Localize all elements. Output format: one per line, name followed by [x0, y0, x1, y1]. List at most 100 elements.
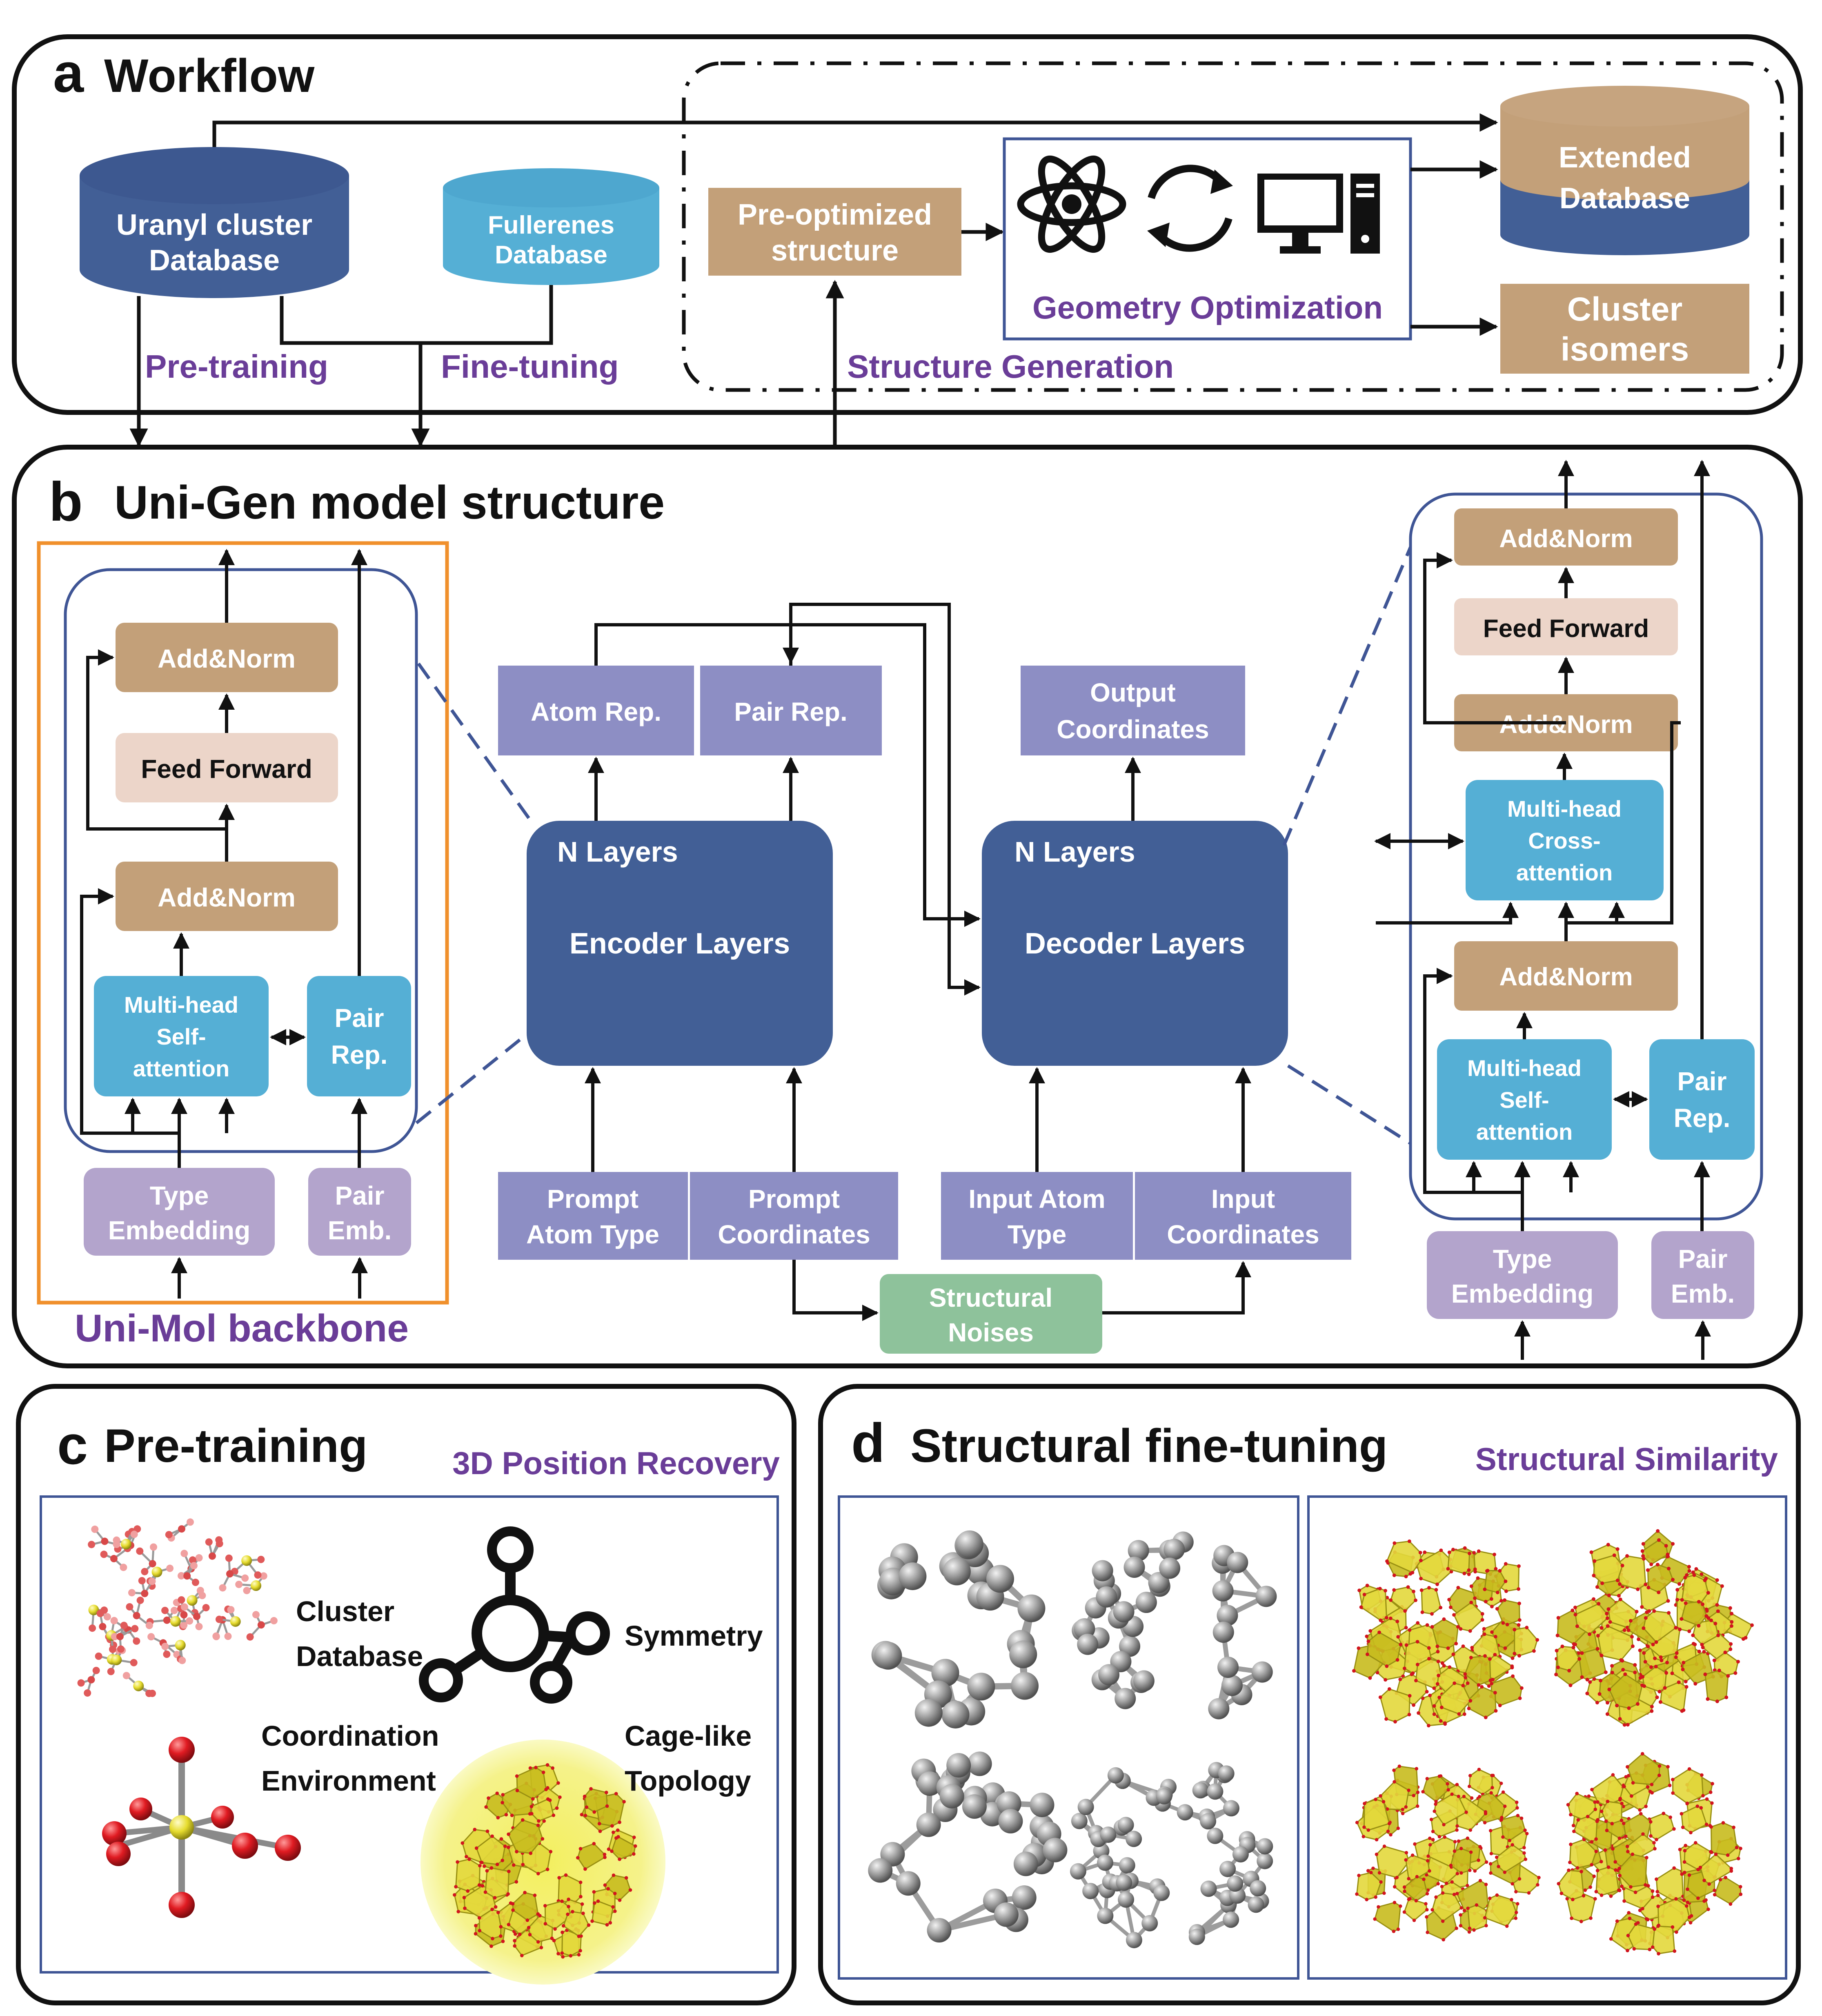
- right-pair-emb-line1: Pair: [1678, 1244, 1728, 1274]
- panel-a-frame: [12, 34, 1803, 415]
- prompt-coords-line1: Prompt: [748, 1184, 840, 1214]
- right-pair-rep-line1: Pair: [1677, 1067, 1727, 1096]
- extended-database: Extended Database: [1500, 86, 1749, 255]
- left-type-embedding: [84, 1168, 275, 1256]
- fullerenes-database: Fullerenes Database: [443, 168, 659, 285]
- left-pair-rep-line1: Pair: [335, 1003, 384, 1033]
- output-coords-line1: Output: [1090, 678, 1176, 707]
- output-coordinates-box: [1021, 666, 1245, 755]
- structure-generation-frame: [682, 61, 1784, 392]
- right-add-norm-bottom: [1454, 941, 1678, 1011]
- panel-b-letter: b: [49, 471, 82, 532]
- panel-d-title: Structural fine-tuning: [910, 1420, 1388, 1472]
- uranyl-cage-images: [1352, 1529, 1754, 1956]
- cluster-db-line2: Database: [296, 1640, 423, 1672]
- geometry-optimization-label: Geometry Optimization: [1032, 290, 1383, 325]
- left-add-norm-bottom-label: Add&Norm: [158, 883, 296, 912]
- cage-line1: Cage-like: [625, 1720, 752, 1752]
- panel-d-subtitle: Structural Similarity: [1475, 1441, 1778, 1477]
- prompt-coordinates-box: [690, 1172, 898, 1260]
- encoder-layers: [527, 821, 833, 1066]
- panel-d: d Structural fine-tuning Structural Simi…: [818, 1384, 1801, 2005]
- atom-icon: [1017, 155, 1126, 253]
- extended-db-line2: Database: [1559, 182, 1690, 215]
- panel-b-frame: [12, 445, 1803, 1368]
- cluster-isomers-line1: Cluster: [1567, 291, 1683, 328]
- structural-noises-line1: Structural: [929, 1283, 1052, 1312]
- left-multihead-self-attention: [94, 976, 269, 1096]
- prompt-atom-type-box: [498, 1172, 688, 1260]
- input-atom-type-line1: Input Atom: [968, 1184, 1105, 1214]
- pair-rep-out-label: Pair Rep.: [734, 697, 847, 726]
- right-pair-rep-line2: Rep.: [1674, 1103, 1731, 1133]
- left-add-norm-bottom: [116, 862, 338, 931]
- cage-topology-image: [452, 1763, 637, 1959]
- cluster-isomers-line2: isomers: [1561, 331, 1689, 368]
- left-pair-emb: [308, 1168, 411, 1256]
- left-feed-forward: [116, 733, 338, 802]
- left-pair-rep-line2: Rep.: [331, 1040, 388, 1069]
- right-mhsa-line3: attention: [1476, 1119, 1573, 1145]
- right-pair-emb: [1651, 1231, 1754, 1319]
- symmetry-icon: [419, 1526, 610, 1704]
- input-atom-type-box: [941, 1172, 1133, 1260]
- atom-rep-label: Atom Rep.: [531, 697, 661, 726]
- right-add-norm-top: [1454, 508, 1678, 566]
- pair-rep-out-box: [700, 666, 882, 755]
- left-pair-rep: [307, 976, 411, 1096]
- cluster-isomers-box: [1500, 284, 1749, 374]
- right-type-embedding-line2: Embedding: [1451, 1279, 1593, 1308]
- left-pair-emb-line2: Emb.: [328, 1216, 392, 1245]
- right-add-norm-top-label: Add&Norm: [1499, 525, 1633, 553]
- structural-noises-line2: Noises: [948, 1318, 1034, 1347]
- output-coords-line2: Coordinates: [1057, 715, 1209, 744]
- panel-c-letter: c: [57, 1414, 88, 1476]
- panel-b: b Uni-Gen model structure Uni-Mol backbo…: [12, 445, 1803, 1368]
- uranyl-cluster-database: Uranyl cluster Database: [80, 147, 349, 298]
- right-add-norm-bottom-label: Add&Norm: [1499, 963, 1633, 991]
- right-mhsa-line2: Self-: [1499, 1087, 1549, 1113]
- panel-c-inner-frame: [40, 1495, 779, 1974]
- structural-noises-box: [880, 1274, 1102, 1354]
- prompt-coords-line2: Coordinates: [718, 1220, 870, 1249]
- right-cross-line3: attention: [1516, 860, 1613, 885]
- uranyl-cage-frame: [1307, 1495, 1787, 1980]
- input-coordinates-box: [1135, 1172, 1351, 1260]
- left-type-embedding-line1: Type: [150, 1181, 209, 1210]
- right-mhsa-line1: Multi-head: [1467, 1055, 1582, 1081]
- right-add-norm-mid-label: Add&Norm: [1499, 711, 1633, 739]
- panel-d-letter: d: [851, 1412, 885, 1474]
- left-mhsa-line1: Multi-head: [124, 992, 238, 1018]
- panel-b-title: Uni-Gen model structure: [114, 477, 665, 529]
- coordination-line2: Environment: [261, 1765, 436, 1797]
- prompt-atom-type-line1: Prompt: [547, 1184, 638, 1214]
- computer-icon: [1257, 174, 1380, 254]
- right-cross-line2: Cross-: [1528, 828, 1600, 853]
- coordination-line1: Coordination: [261, 1720, 439, 1752]
- extended-db-line1: Extended: [1559, 141, 1691, 174]
- refresh-cycle-icon: [1147, 165, 1233, 252]
- panel-a-title: Workflow: [104, 50, 315, 102]
- panel-c: c Pre-training 3D Position Recovery Clus…: [16, 1384, 796, 2005]
- fullerenes-db-line2: Database: [495, 241, 607, 269]
- preoptimized-line1: Pre-optimized: [738, 198, 932, 231]
- encoder-name: Encoder Layers: [570, 927, 790, 960]
- panel-c-subtitle: 3D Position Recovery: [452, 1445, 780, 1481]
- right-layer-frame: [1409, 492, 1763, 1221]
- left-type-embedding-line2: Embedding: [108, 1216, 250, 1245]
- right-type-embedding: [1427, 1231, 1618, 1319]
- fullerene-images: [868, 1530, 1277, 1949]
- panel-a-letter: a: [53, 42, 84, 104]
- uranyl-db-line1: Uranyl cluster: [116, 209, 312, 241]
- cluster-db-line1: Cluster: [296, 1595, 394, 1627]
- preoptimized-line2: structure: [771, 234, 899, 267]
- right-multihead-self-attention: [1437, 1039, 1612, 1160]
- uni-mol-backbone-frame: [37, 541, 449, 1305]
- right-type-embedding-line1: Type: [1493, 1244, 1552, 1274]
- input-coords-line1: Input: [1211, 1184, 1275, 1214]
- panel-d-frame: [818, 1384, 1801, 2005]
- left-layer-frame: [64, 568, 418, 1153]
- prompt-atom-type-line2: Atom Type: [526, 1220, 659, 1249]
- left-add-norm-top-label: Add&Norm: [158, 644, 296, 673]
